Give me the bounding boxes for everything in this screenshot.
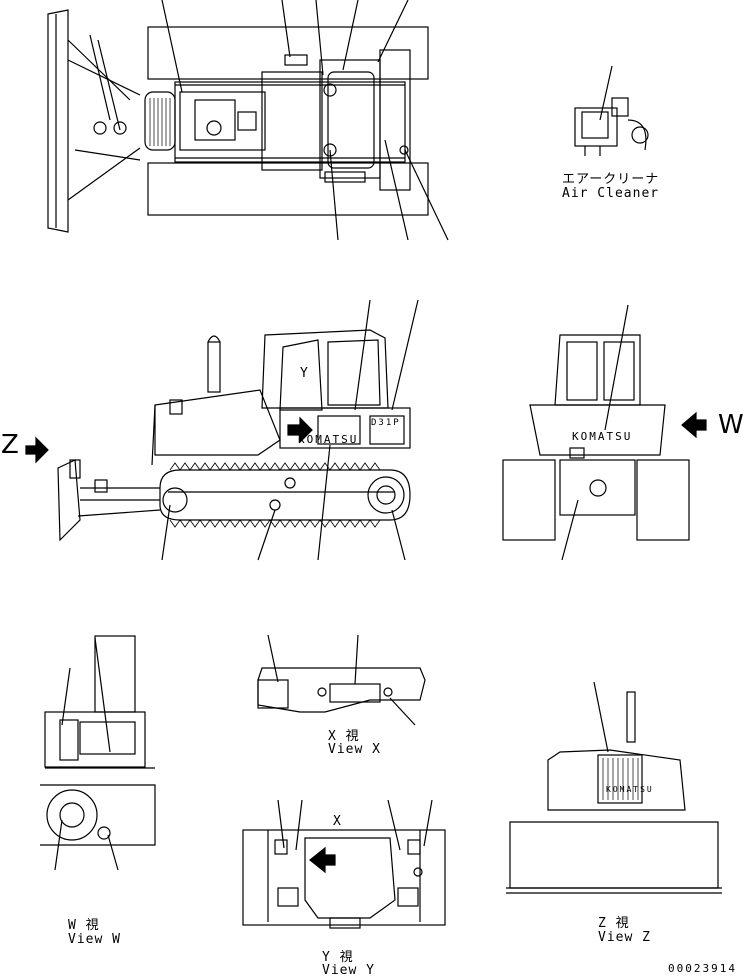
z-marker-label: Z [1,430,19,460]
view-w-label-jp: W 視 [68,918,100,933]
air-cleaner-drawing [574,65,649,156]
x-marker-label: X [333,814,342,829]
view-z-drawing [506,681,722,894]
rear-view-dozer [502,304,707,561]
model-mark: D31P [371,418,401,428]
view-x-drawing [257,634,426,726]
rear-brand-mark: KOMATSU [572,430,633,443]
view-w-drawing [40,635,156,871]
view-x-label-en: View X [328,742,381,757]
air-cleaner-label-jp: エアークリーナ [562,172,660,187]
w-arrow-icon [681,411,707,439]
air-cleaner-label-en: Air Cleaner [562,186,660,201]
view-w-label-en: View W [68,932,121,947]
drawing-number: 00023914 [668,962,737,975]
y-marker-label: Y [300,366,309,381]
side-brand-mark: KOMATSU [298,433,359,446]
view-z-label-en: View Z [598,930,651,945]
view-x-label-jp: X 視 [328,729,360,744]
front-brand-mark: KOMATSU [606,785,654,794]
view-y-label-jp: Y 視 [322,950,354,965]
view-y-label-en: View Y [322,963,375,978]
z-arrow-icon [25,436,49,464]
w-marker-label: W [718,410,744,440]
top-view-dozer [47,0,449,241]
view-y-drawing [242,799,446,929]
side-view-dozer [57,299,419,561]
view-z-label-jp: Z 視 [598,916,630,931]
